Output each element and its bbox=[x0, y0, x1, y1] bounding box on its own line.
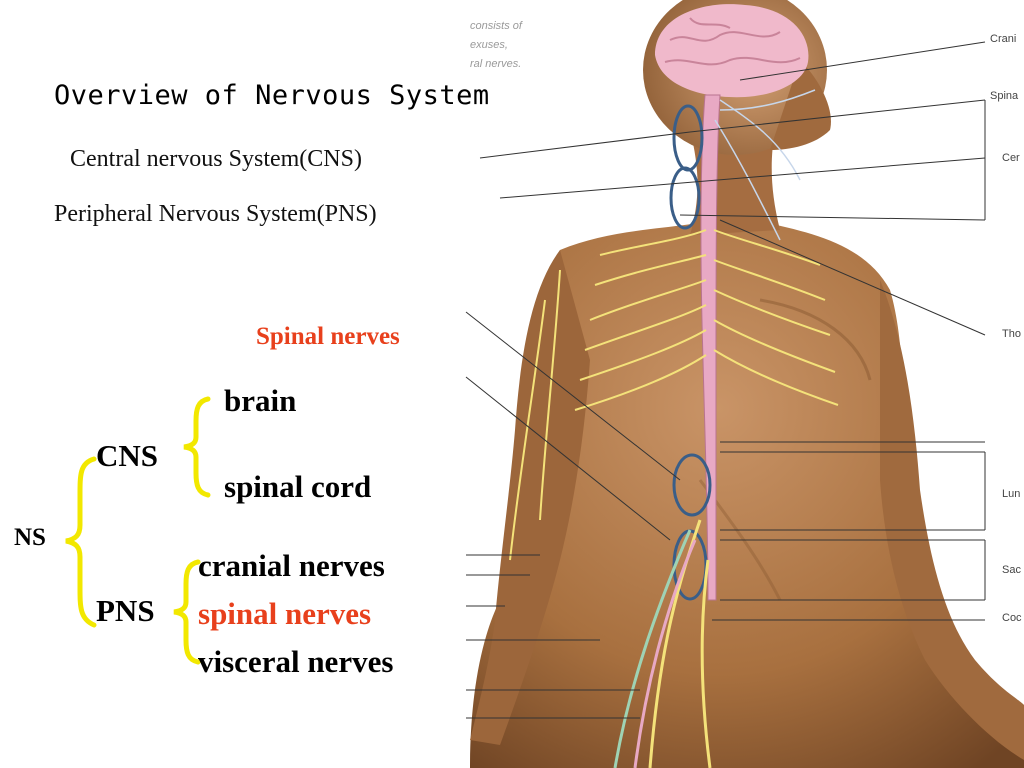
tree-cns-label: CNS bbox=[96, 438, 159, 473]
tree-cns-child-brain: brain bbox=[224, 383, 297, 418]
figure-label-sacral: Sac bbox=[1002, 564, 1021, 576]
figure-label-spinal: Spina bbox=[990, 90, 1019, 102]
pns-brace bbox=[173, 559, 201, 665]
tree-root-ns: NS bbox=[14, 524, 46, 551]
body-silhouette bbox=[470, 0, 1024, 768]
spinal-nerves-callout: Spinal nerves bbox=[256, 323, 400, 350]
figure-label-coccygeal: Coc bbox=[1002, 612, 1022, 624]
cns-brace bbox=[183, 396, 211, 498]
tree-pns-child-visceral: visceral nerves bbox=[198, 644, 394, 679]
tree-cns-child-spinal-cord: spinal cord bbox=[224, 469, 372, 504]
figure-label-thoracic: Tho bbox=[1002, 328, 1021, 340]
slide-title: Overview of Nervous System bbox=[54, 80, 490, 111]
figure-label-lumbar: Lun bbox=[1002, 488, 1021, 500]
ns-brace bbox=[65, 456, 97, 628]
figure-label-cranial: Crani bbox=[990, 33, 1017, 45]
tree-pns-label: PNS bbox=[96, 593, 155, 628]
leader-lines bbox=[465, 41, 986, 719]
cns-definition: Central nervous System(CNS) bbox=[70, 146, 362, 172]
tree-pns-child-spinal: spinal nerves bbox=[198, 596, 372, 631]
background-text-2: exuses, bbox=[470, 39, 508, 51]
background-text-3: ral nerves. bbox=[470, 58, 522, 70]
tree-pns-child-cranial: cranial nerves bbox=[198, 548, 385, 583]
figure-label-cervical: Cer bbox=[1002, 152, 1020, 164]
background-text-1: consists of bbox=[470, 20, 522, 32]
pns-definition: Peripheral Nervous System(PNS) bbox=[54, 201, 377, 227]
